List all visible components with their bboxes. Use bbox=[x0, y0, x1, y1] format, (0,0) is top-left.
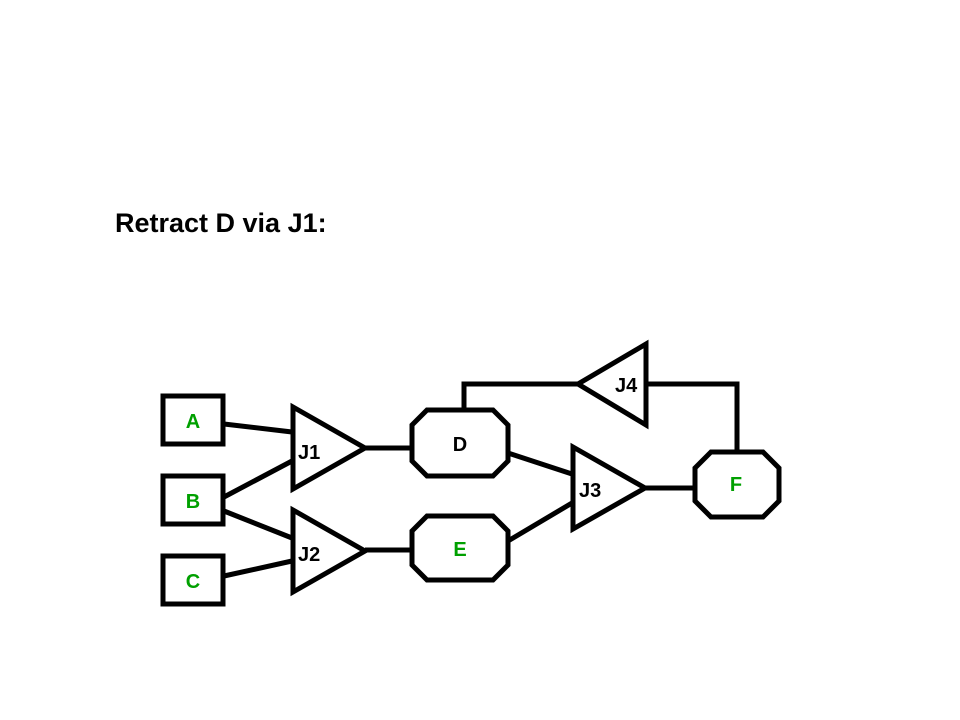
justification-node-j2 bbox=[290, 505, 371, 597]
premise-node-b bbox=[160, 473, 226, 527]
premise-label-a: A bbox=[186, 411, 200, 433]
premise-node-c bbox=[160, 553, 226, 607]
derived-label-f: F bbox=[730, 474, 742, 496]
derived-node-d bbox=[409, 407, 511, 479]
derived-node-f bbox=[692, 449, 782, 520]
justification-label-j2: J2 bbox=[298, 544, 320, 566]
derived-node-e bbox=[409, 513, 511, 583]
derived-label-e: E bbox=[453, 539, 466, 561]
edge-d-j3 bbox=[507, 450, 573, 477]
justification-label-j4: J4 bbox=[615, 375, 638, 397]
edge-c-j2 bbox=[223, 558, 293, 579]
edge-f-j4 bbox=[646, 381, 740, 452]
justification-node-j3 bbox=[570, 442, 651, 534]
premise-label-c: C bbox=[186, 571, 200, 593]
justification-node-j4 bbox=[573, 339, 649, 430]
premise-label-b: B bbox=[186, 491, 200, 513]
edge-b-j1 bbox=[222, 458, 294, 500]
edge-e-j3 bbox=[506, 500, 574, 544]
edge-b-j2 bbox=[223, 508, 293, 541]
derived-label-d: D bbox=[453, 434, 467, 456]
justification-node-j1 bbox=[290, 402, 371, 494]
premise-node-a bbox=[160, 393, 226, 447]
slide-title: Retract D via J1: bbox=[115, 208, 327, 238]
edge-a-j1 bbox=[223, 421, 293, 435]
justification-label-j1: J1 bbox=[298, 442, 320, 464]
justification-label-j3: J3 bbox=[579, 480, 601, 502]
edge-j4-d bbox=[461, 381, 578, 412]
